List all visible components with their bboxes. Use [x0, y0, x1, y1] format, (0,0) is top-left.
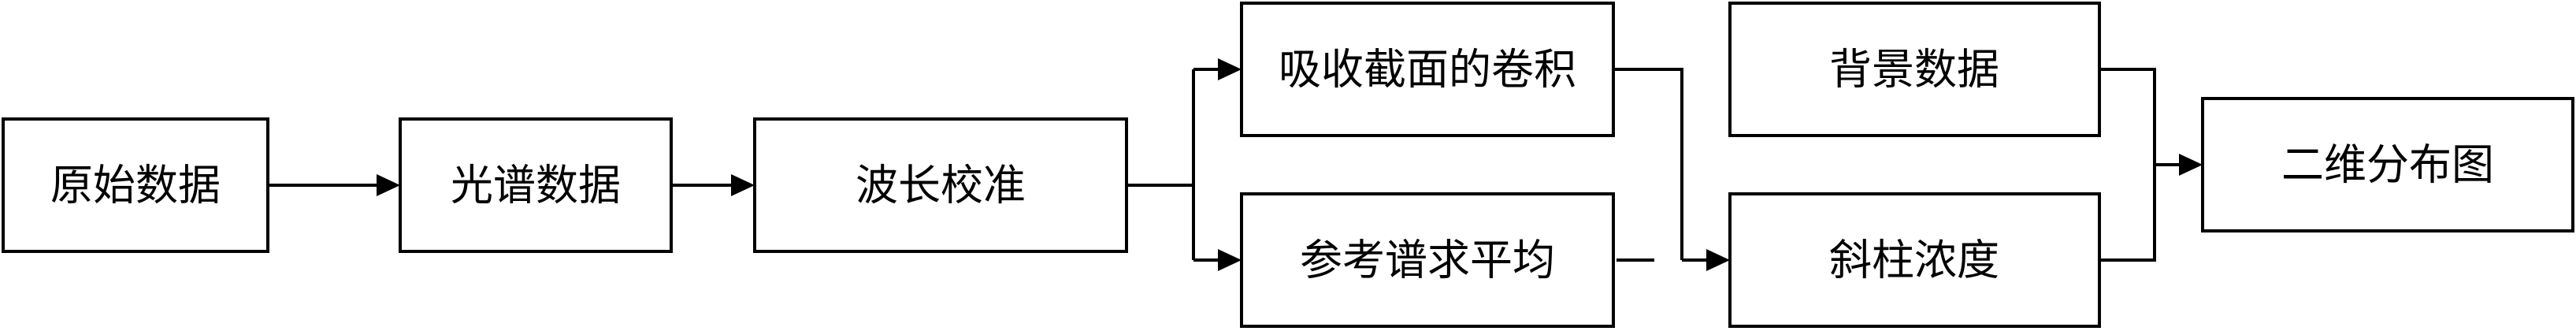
- arrowhead-to-map2d: [2179, 154, 2203, 176]
- node-refavg-label: 参考谱求平均: [1300, 236, 1555, 285]
- node-calib: 波长校准: [753, 117, 1128, 253]
- node-crosssec-box: [1240, 2, 1615, 137]
- node-map2d-box: [2201, 97, 2574, 232]
- node-map2d: 二维分布图: [2201, 97, 2574, 232]
- node-spectrum-box: [399, 117, 673, 253]
- edge-background-to-map2d: [2099, 68, 2156, 262]
- node-calib-box: [753, 117, 1128, 253]
- edges: [268, 58, 2203, 271]
- node-map2d-label: 二维分布图: [2281, 140, 2494, 190]
- edge-crosssec-to-scd: [1613, 68, 1683, 260]
- node-raw-label: 原始数据: [50, 161, 221, 210]
- node-scd-label: 斜柱浓度: [1829, 236, 1999, 285]
- node-scd-box: [1728, 192, 2101, 328]
- node-refavg: 参考谱求平均: [1240, 192, 1615, 328]
- arrowhead-to-scd: [1706, 249, 1730, 271]
- node-spectrum: 光谱数据: [399, 117, 673, 253]
- node-background-label: 背景数据: [1829, 45, 1999, 95]
- node-crosssec: 吸收截面的卷积: [1240, 2, 1615, 137]
- node-refavg-box: [1240, 192, 1615, 328]
- arrowhead-spectrum-to-calib: [731, 174, 755, 196]
- node-spectrum-label: 光谱数据: [451, 161, 621, 210]
- arrowhead-calib-to-refavg: [1218, 249, 1242, 271]
- node-raw-box: [2, 117, 269, 253]
- node-calib-label: 波长校准: [856, 161, 1026, 210]
- node-background-box: [1728, 2, 2101, 137]
- node-raw: 原始数据: [2, 117, 269, 253]
- node-crosssec-label: 吸收截面的卷积: [1279, 45, 1576, 95]
- arrowhead-calib-to-crosssec: [1218, 58, 1242, 80]
- arrowhead-raw-to-spectrum: [377, 174, 400, 196]
- node-scd: 斜柱浓度: [1728, 192, 2101, 328]
- node-background: 背景数据: [1728, 2, 2101, 137]
